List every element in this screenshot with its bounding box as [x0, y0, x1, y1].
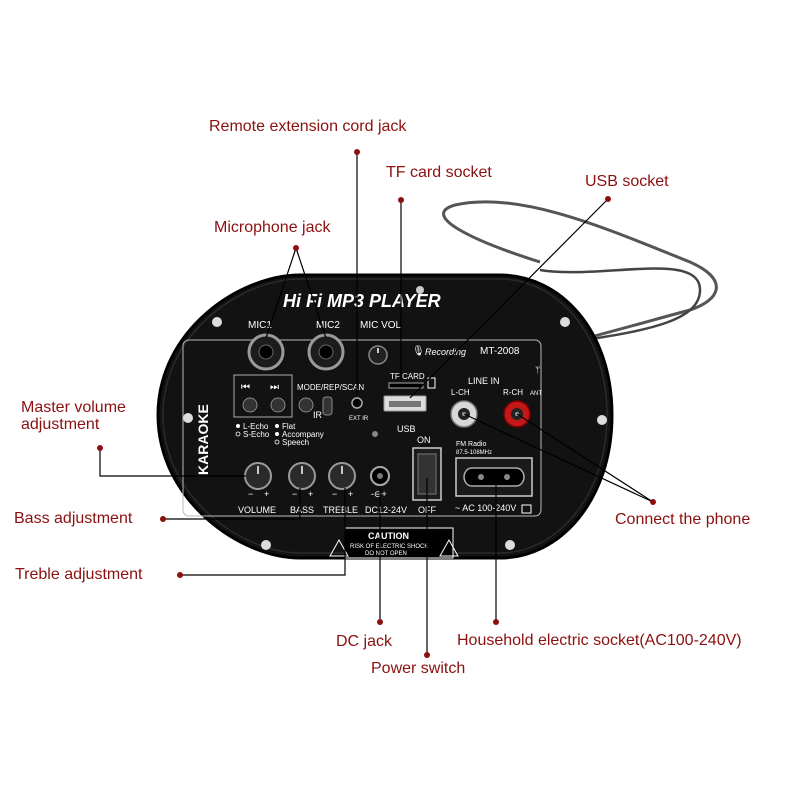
mic-vol-knob — [368, 345, 388, 365]
treble-plus: + — [348, 489, 353, 499]
mount-hole-tr — [560, 317, 570, 327]
antenna-icon: ᛘ — [535, 365, 540, 375]
caution-title: CAUTION — [368, 531, 409, 541]
status-led — [372, 431, 378, 437]
warning-triangle-left-icon — [329, 538, 349, 557]
callout-remote-extension-cord-jack: Remote extension cord jack — [209, 118, 407, 135]
dc-polarity-icon: -⊖+ — [371, 489, 387, 499]
label-ac: ~ AC 100-240V — [455, 503, 516, 513]
panel-recording: Recording — [425, 347, 466, 357]
callout-dc-jack: DC jack — [336, 633, 393, 650]
label-tf-card: TF CARD — [390, 372, 425, 381]
ac-pin-left — [478, 474, 484, 480]
mount-hole-mr — [597, 415, 607, 425]
mount-hole-br — [505, 540, 515, 550]
volume-knob — [244, 462, 272, 490]
next-button — [270, 397, 286, 413]
karaoke-frame — [182, 339, 542, 517]
led-s-echo — [235, 431, 241, 437]
transport-frame — [233, 374, 293, 418]
label-ir: IR — [313, 410, 323, 420]
led-flat — [275, 424, 279, 428]
usb-port-inner — [389, 401, 421, 407]
leader-lines — [99, 152, 654, 655]
label-fm-radio: FM Radio — [456, 441, 486, 448]
label-l-echo: L-Echo — [243, 422, 269, 431]
led-l-echo — [236, 424, 240, 428]
treble-knob — [328, 462, 356, 490]
led-speech — [274, 439, 280, 445]
dc-jack — [370, 466, 390, 486]
label-on: ON — [417, 435, 431, 445]
prev-track-icon: ⏮ — [241, 382, 250, 393]
tf-card-icon — [427, 377, 436, 389]
label-dc: DC12-24V — [365, 505, 407, 515]
leader-dots — [97, 149, 656, 658]
label-l-ch: L-CH — [451, 388, 470, 397]
callout-bass-adjustment: Bass adjustment — [14, 510, 133, 527]
bass-minus: − — [292, 489, 297, 499]
callout-master-volume-line1: Master volume — [21, 399, 126, 416]
label-speech: Speech — [282, 438, 309, 447]
caution-line1: RISK OF ELECTRIC SHOCK — [350, 544, 428, 550]
mount-hole-bl — [261, 540, 271, 550]
panel-title: Hi Fi MP3 PLAYER — [283, 291, 441, 311]
mode-button — [298, 397, 314, 413]
ir-sensor — [322, 396, 333, 416]
ac-pin-right — [504, 474, 510, 480]
callout-connect-the-phone: Connect the phone — [615, 511, 751, 528]
microphone-icon: 🎙 — [412, 345, 425, 357]
label-line-in: LINE IN — [468, 376, 500, 386]
label-accompany: Accompany — [282, 430, 324, 439]
mount-hole-tc — [416, 286, 424, 294]
callout-treble-adjustment: Treble adjustment — [15, 566, 143, 583]
callout-power-switch: Power switch — [371, 660, 466, 677]
double-insulation-icon — [521, 504, 532, 514]
ac-socket-plug-shape — [463, 467, 525, 487]
mic2-jack — [307, 333, 345, 371]
next-track-icon: ⏭ — [270, 382, 279, 393]
callout-master-volume-line2: adjustment — [21, 416, 100, 433]
label-mic1: MIC1 — [248, 320, 272, 331]
label-bass: BASS — [290, 505, 314, 515]
ext-ir-jack — [351, 397, 363, 409]
label-treble: TREBLE — [323, 505, 358, 515]
label-volume: VOLUME — [238, 505, 276, 515]
mount-hole-tl — [212, 317, 222, 327]
treble-minus: − — [332, 489, 337, 499]
callout-usb-socket: USB socket — [585, 173, 669, 190]
label-ant: ANT — [530, 391, 542, 397]
prev-button — [242, 397, 258, 413]
mount-hole-ml — [183, 413, 193, 423]
caution-box — [344, 527, 454, 559]
label-s-echo: S-Echo — [243, 430, 270, 439]
bass-knob — [288, 462, 316, 490]
label-fm-band: 87.5-108MHz — [456, 450, 492, 456]
label-flat: Flat — [282, 422, 296, 431]
usb-cable-wire — [442, 200, 718, 347]
callout-household-electric-socket: Household electric socket(AC100-240V) — [457, 632, 742, 649]
label-karaoke: KARAOKE — [195, 404, 211, 475]
mic1-jack — [247, 333, 285, 371]
panel-model: MT-2008 — [480, 346, 520, 357]
label-mic2: MIC2 — [316, 320, 340, 331]
caution-line2: DO NOT OPEN — [365, 551, 407, 557]
callout-microphone-jack: Microphone jack — [214, 219, 331, 236]
warning-triangle-right-icon — [439, 538, 459, 557]
label-ext-ir: EXT IR — [349, 416, 369, 422]
tf-card-slot — [388, 382, 424, 389]
label-mode: MODE/REP/SCAN — [297, 383, 364, 392]
label-r-ch: R-CH — [503, 388, 523, 397]
usb-cable-wire-2 — [539, 267, 702, 342]
volume-minus: − — [248, 489, 253, 499]
volume-plus: + — [264, 489, 269, 499]
callout-tf-card-socket: TF card socket — [386, 164, 492, 181]
label-usb: USB — [397, 424, 416, 434]
led-accompany — [275, 432, 279, 436]
bass-plus: + — [308, 489, 313, 499]
label-mic-vol: MIC VOL — [360, 320, 402, 331]
